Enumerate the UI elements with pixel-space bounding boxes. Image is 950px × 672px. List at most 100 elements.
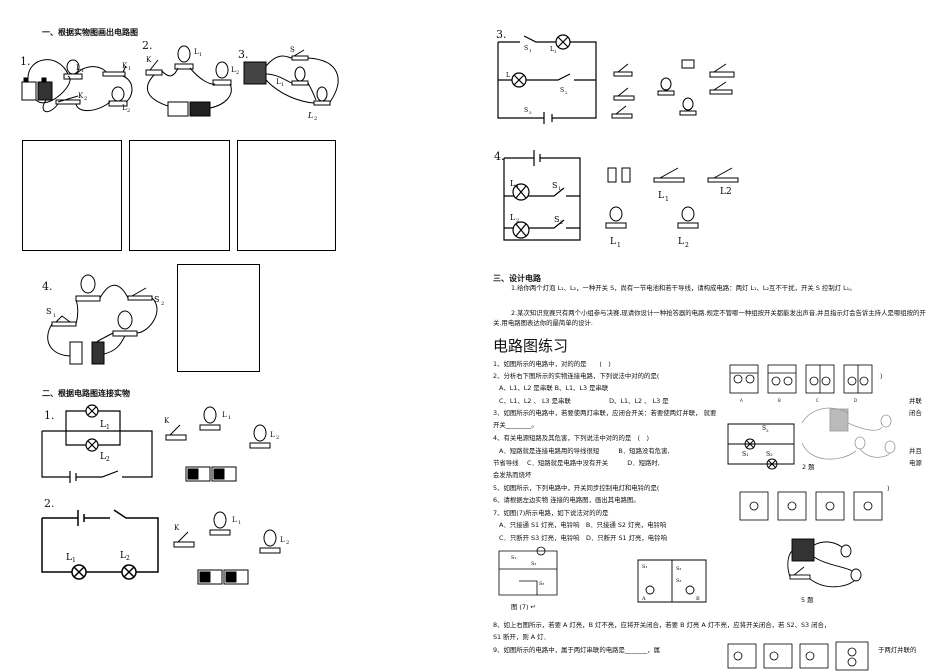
question-4-cont: 会发热而烧坏 [493,471,532,479]
design-question-2: 2.某次知识竞赛只有两个小组参与决赛,现请你设计一种抢答器的电路.规定不管哪一种… [493,309,926,327]
answer-box-1[interactable] [22,140,122,251]
svg-text:1: 1 [529,48,532,53]
svg-text:1: 1 [228,415,231,421]
question-2-options-cd: C、L1、L2 、 L3 是串联 D、L1、L2 、 L3 是 [499,397,669,405]
q1-letter-b: B [778,398,781,403]
svg-text:1: 1 [106,424,110,431]
svg-text:1: 1 [281,82,284,88]
svg-text:S: S [290,46,295,54]
svg-text:2: 2 [84,96,87,102]
svg-text:L: L [100,452,106,462]
question-4-tail-2: 电源 [909,459,922,467]
question-3-tail: 闭合 [909,409,922,417]
svg-text:K: K [122,62,128,70]
svg-text:3: 3 [766,428,769,433]
question-2-paren: ) [880,372,883,380]
svg-text:1: 1 [238,520,241,526]
svg-text:L: L [76,64,81,72]
answer-box-4[interactable] [177,264,260,372]
part2-num-1: 1. [44,409,55,422]
svg-text:1: 1 [558,186,561,192]
question-1: 1、如图所示的电路中，对的的是 ( ) [493,360,611,368]
svg-text:1: 1 [128,66,131,72]
answer-box-3[interactable] [237,140,336,251]
question-7-options-cd: C．只断开 S3 灯亮，电铃响 D．只断开 S1 灯亮，电铃响 [499,534,667,542]
question-2: 2、分析右下图所示的实物连接电路，下列说法中对的的是( [493,372,660,380]
question-7-options-ab: A．只接通 S1 灯亮，电铃响 B．只接通 S2 灯亮，电铃响 [499,521,667,529]
q1-letter-d: D [854,398,858,403]
svg-text:L: L [232,516,237,524]
question-5: 5、如图所示，下列电路中，开关同步控制电灯和电铃的是( [493,484,660,492]
svg-text:S: S [154,295,159,304]
q9-option-circuits [727,641,869,671]
question-3: 3、如图所示的电路中，若要使两灯串联，应闭合开关：若要使两灯并联， 就要 [493,409,717,417]
q5-option-circuits [739,491,883,521]
heading-design-circuit: 三、设计电路 [493,274,541,283]
svg-text:L: L [270,431,275,439]
svg-text:L: L [194,48,199,56]
svg-text:K: K [164,417,170,425]
q1-option-circuits [729,364,873,394]
fig-num-4: 4. [42,280,53,293]
svg-text:1: 1 [617,242,621,249]
svg-text:2: 2 [276,435,279,441]
physical-components-r3 [611,59,735,119]
svg-text:L: L [510,179,516,188]
svg-text:K: K [78,92,84,100]
svg-text:L2: L2 [720,187,732,197]
q1-letter-a: A [740,398,743,403]
svg-text:L: L [222,411,227,419]
svg-text:L: L [122,104,127,112]
svg-text:L: L [550,46,554,53]
fig-num-3: 3. [238,48,249,61]
q1-letter-c: C [816,398,819,403]
question-9-tail: 于两灯并联的 [878,646,917,654]
svg-text:L: L [506,72,510,79]
svg-text:L: L [307,111,313,120]
fig7-caption: 图 (7) ↵ [511,603,536,611]
svg-text:S: S [552,181,557,190]
svg-text:1: 1 [72,557,76,564]
svg-text:L: L [276,78,281,86]
svg-text:S: S [524,45,528,52]
svg-text:1: 1 [53,313,56,319]
fig-num-1: 1. [20,55,31,68]
svg-text:S: S [46,307,51,316]
svg-text:L: L [510,213,516,222]
svg-text:L: L [100,420,106,430]
svg-text:L: L [120,551,126,561]
svg-text:2: 2 [516,218,519,224]
svg-text:S₂: S₂ [531,561,536,567]
svg-text:1: 1 [199,52,202,58]
svg-text:S: S [524,107,528,114]
svg-text:2: 2 [127,108,130,114]
svg-text:K: K [146,56,152,64]
heading-draw-circuit: 一、根据实物图画出电路图 [42,28,138,37]
svg-text:3: 3 [529,110,532,115]
question-4-option-cd: 节省导线 C．短路就是电路中没有开关 D．短路时, [493,459,660,467]
svg-text:2: 2 [685,242,689,249]
svg-text:S: S [560,87,564,94]
fig2-caption: 2 题 [802,463,815,471]
part2-num-2: 2. [44,497,55,510]
svg-text:B: B [696,596,700,602]
svg-text:1: 1 [665,196,669,203]
svg-text:S₃: S₃ [676,578,681,584]
question-7: 7、如图(7)所示电路，如下说法对的的是 [493,509,609,517]
heading-connect-physical: 二、根据电路图连接实物 [42,389,130,398]
svg-text:2: 2 [565,90,568,95]
svg-text:A: A [641,596,646,602]
svg-text:2: 2 [161,301,164,307]
answer-box-2[interactable] [129,140,230,251]
svg-text:S₁: S₁ [742,451,749,458]
